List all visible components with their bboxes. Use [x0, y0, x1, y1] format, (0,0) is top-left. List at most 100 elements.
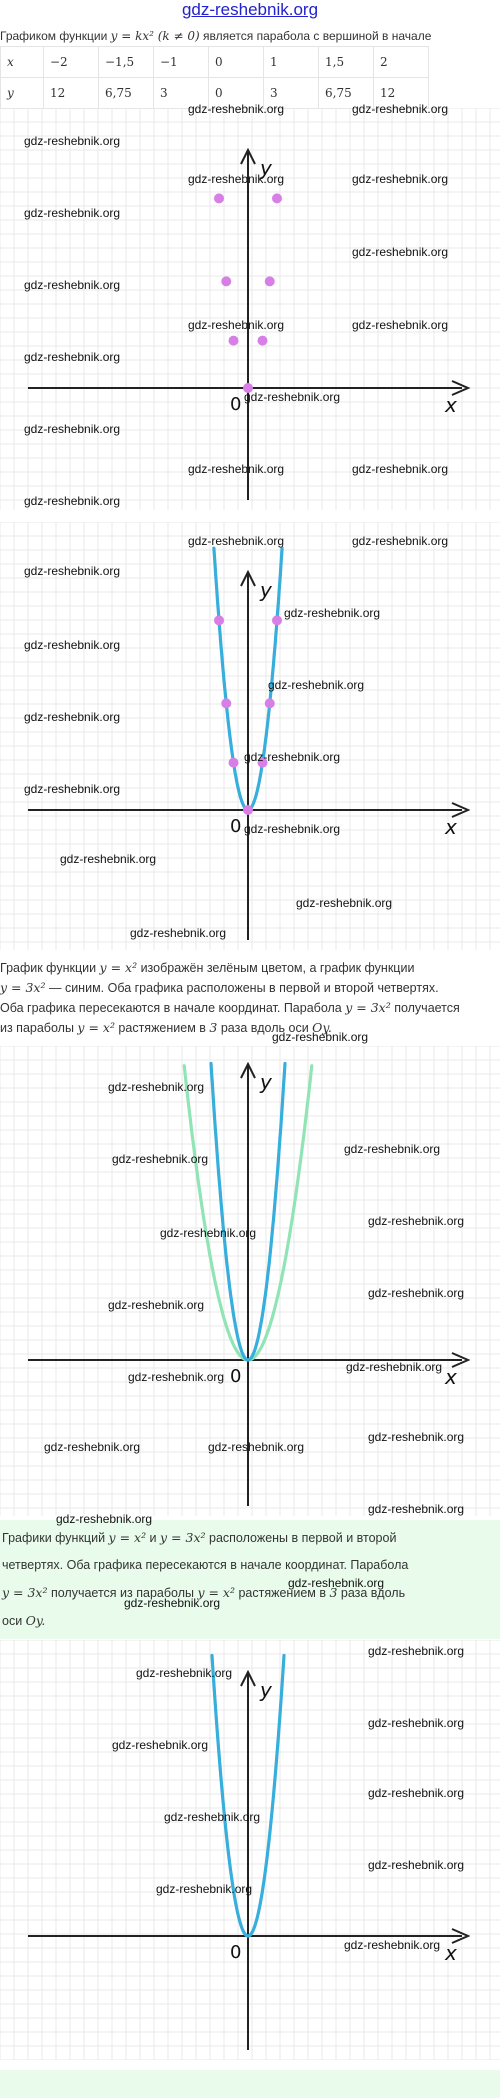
formula: y = x²	[197, 1585, 235, 1600]
watermark-text: gdz-reshebnik.org	[352, 172, 449, 186]
data-point	[221, 698, 232, 709]
site-title[interactable]: gdz-reshebnik.org	[181, 0, 319, 19]
watermark-text: gdz-reshebnik.org	[24, 782, 121, 796]
y-axis-label: y	[259, 578, 273, 602]
watermark-text: gdz-reshebnik.org	[24, 710, 121, 724]
watermark-text: gdz-reshebnik.org	[130, 926, 227, 940]
formula: y = x²	[108, 1530, 147, 1545]
graph-blue-svg: yx0	[0, 1640, 500, 2060]
watermark-text: gdz-reshebnik.org	[368, 1786, 465, 1800]
y-axis-arrow	[240, 1669, 256, 1687]
text-span: раза вдоль	[337, 1586, 406, 1600]
watermark-text: gdz-reshebnik.org	[368, 1716, 465, 1730]
table-cell: 12	[373, 77, 429, 109]
text-span: График функции	[0, 961, 100, 975]
table-cell: x	[0, 46, 44, 78]
table-cell: 0	[208, 46, 264, 78]
watermark-text: gdz-reshebnik.org	[24, 422, 121, 436]
watermark-text: gdz-reshebnik.org	[368, 1286, 465, 1300]
watermark-text: gdz-reshebnik.org	[44, 1440, 141, 1454]
data-point	[214, 193, 224, 204]
watermark-text: gdz-reshebnik.org	[368, 1214, 465, 1228]
data-point	[214, 615, 224, 626]
watermark-text: gdz-reshebnik.org	[244, 390, 341, 404]
watermark-text: gdz-reshebnik.org	[296, 896, 393, 910]
watermark-text: gdz-reshebnik.org	[112, 1152, 209, 1166]
x-axis-arrow	[451, 802, 471, 818]
data-point	[228, 757, 239, 768]
intro-after: является парабола с вершиной в начале	[199, 29, 432, 43]
formula: 3	[329, 1585, 338, 1600]
formula: y = 3x²	[2, 1585, 48, 1600]
table-cell: 2	[373, 46, 429, 78]
watermark-text: gdz-reshebnik.org	[188, 534, 285, 548]
watermark-text: gdz-reshebnik.org	[352, 462, 449, 476]
footer-strip	[0, 2070, 500, 2098]
data-point	[264, 698, 275, 709]
y-axis-label: y	[259, 156, 273, 180]
y-axis-label: y	[259, 1678, 273, 1702]
formula: y = 3x²	[0, 980, 46, 995]
y-axis-label: y	[259, 1070, 273, 1094]
formula: y = 3x²	[345, 1000, 391, 1015]
watermark-text: gdz-reshebnik.org	[368, 1644, 465, 1658]
table-cell: −1	[153, 46, 209, 78]
text-span: — синим. Оба графика расположены в перво…	[45, 981, 439, 995]
watermark-text: gdz-reshebnik.org	[352, 534, 449, 548]
watermark-text: gdz-reshebnik.org	[60, 852, 157, 866]
curve-y-3x2	[210, 1653, 286, 1938]
origin-label: 0	[230, 1366, 241, 1387]
table-cell: 1	[263, 46, 319, 78]
values-table: x −2 −1,5 −1 0 1 1,5 2 y 12 6,75 3 0 3 6…	[0, 46, 429, 109]
watermark-text: gdz-reshebnik.org	[208, 1440, 305, 1454]
y-axis-arrow	[240, 147, 256, 165]
watermark-text: gdz-reshebnik.org	[128, 1370, 225, 1384]
formula: Oy.	[312, 1020, 332, 1035]
text-span: изображён зелёным цветом, а график функц…	[137, 961, 415, 975]
explanation-2: Графики функций y = x² и y = 3x² располо…	[0, 1520, 500, 1639]
text-span: оси	[2, 1614, 26, 1628]
watermark-text: gdz-reshebnik.org	[352, 318, 449, 332]
text-span: Оба графика пересекаются в начале коорди…	[0, 1001, 346, 1015]
watermark-text: gdz-reshebnik.org	[352, 102, 449, 116]
data-point	[221, 276, 232, 287]
data-point	[272, 615, 282, 626]
watermark-text: gdz-reshebnik.org	[108, 1298, 205, 1312]
table-row: x −2 −1,5 −1 0 1 1,5 2	[0, 46, 429, 78]
x-axis-label: x	[444, 393, 457, 417]
origin-label: 0	[230, 816, 241, 837]
watermark-text: gdz-reshebnik.org	[24, 494, 121, 508]
text-span: Графики функций	[2, 1531, 109, 1545]
curve-y-3x2	[209, 1061, 287, 1362]
watermark-text: gdz-reshebnik.org	[112, 1738, 209, 1752]
data-point	[257, 757, 268, 768]
table-cell: −2	[43, 46, 99, 78]
formula: Oy.	[25, 1613, 46, 1628]
grid	[0, 108, 500, 510]
origin-label: 0	[230, 1942, 241, 1963]
data-point	[243, 805, 253, 815]
formula: 3	[209, 1020, 218, 1035]
explanation-1: График функции y = x² изображён зелёным …	[0, 958, 500, 1038]
watermark-text: gdz-reshebnik.org	[24, 278, 121, 292]
watermark-text: gdz-reshebnik.org	[244, 750, 341, 764]
watermark-text: gdz-reshebnik.org	[56, 1512, 153, 1526]
table-cell: 1,5	[318, 46, 374, 78]
watermark-text: gdz-reshebnik.org	[124, 1596, 221, 1610]
text-span: получается из параболы	[47, 1586, 198, 1600]
watermark-text: gdz-reshebnik.org	[164, 1810, 261, 1824]
text-span: четвертях. Оба графика пересекаются в на…	[2, 1558, 409, 1572]
text-span: получается	[390, 1001, 460, 1015]
watermark-text: gdz-reshebnik.org	[136, 1666, 233, 1680]
intro-formula: y = kx² (k ≠ 0)	[110, 29, 200, 43]
watermark-text: gdz-reshebnik.org	[368, 1502, 465, 1516]
watermark-text: gdz-reshebnik.org	[346, 1360, 443, 1374]
text-span: расположены в первой и второй	[205, 1531, 397, 1545]
watermark-text: gdz-reshebnik.org	[244, 822, 341, 836]
x-axis-arrow	[451, 380, 471, 396]
data-point	[228, 335, 239, 346]
x-axis-label: x	[444, 815, 457, 839]
data-point	[264, 276, 275, 287]
